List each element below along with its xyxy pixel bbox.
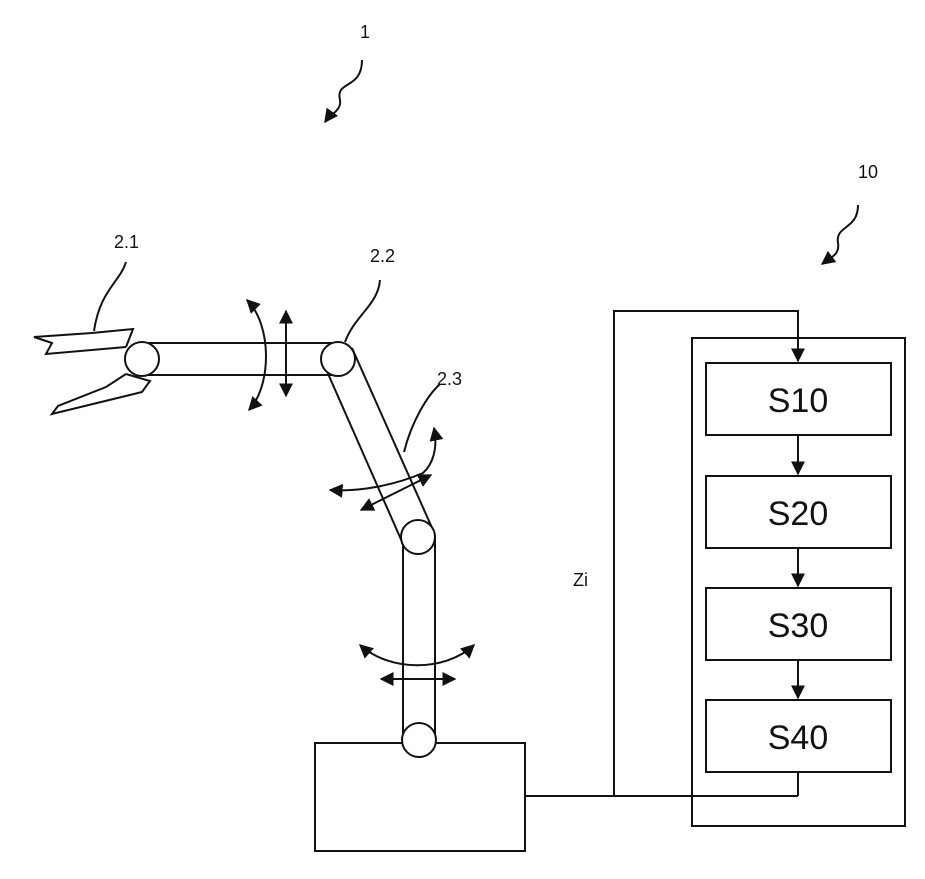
signal-label: Zi [573,570,588,590]
controller-label: 10 [858,162,878,182]
step-label-s10: S10 [768,382,829,420]
joint-base [402,723,436,757]
step-s30: S30 [706,588,891,660]
system-pointer-arrow [325,60,362,122]
step-label-s20: S20 [768,495,829,533]
robot-base [315,743,525,851]
rotation-arrow-upper [247,300,266,410]
step-label-s40: S40 [768,719,829,757]
rotation-arrow-lower [360,645,474,665]
robot-link-upper [142,343,338,375]
step-s40: S40 [706,700,891,772]
joint-elbow [401,520,435,554]
joint-upper-label: 2.2 [370,246,395,266]
translation-arrow-middle [361,475,431,510]
robot-link-lower [403,537,435,742]
joint-shoulder [321,342,355,376]
gripper-label: 2.1 [114,232,139,252]
step-s10: S10 [706,363,891,435]
leader-line-joint-upper [345,280,380,342]
joint-gripper [125,342,159,376]
step-label-s30: S30 [768,607,829,645]
joint-mid-label: 2.3 [437,369,462,389]
leader-line-gripper [94,262,126,331]
step-s20: S20 [706,476,891,548]
system-label: 1 [360,22,370,42]
robot-link-middle [322,348,433,544]
controller-pointer-arrow [822,205,858,264]
